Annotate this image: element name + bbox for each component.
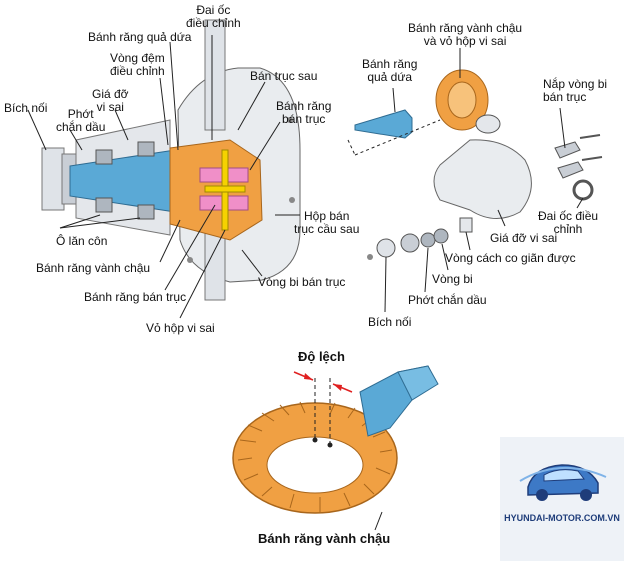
label-carrier-right: Giá đỡ vi sai [490, 231, 558, 245]
car-logo-icon [519, 464, 607, 501]
label-oil-seal-right: Phớt chắn dầu [408, 293, 487, 307]
label-offset: Độ lệch [298, 349, 345, 364]
pinion-exploded-shape [354, 109, 413, 139]
leader-lines-right [347, 48, 584, 313]
leader-lines-left [27, 35, 300, 319]
exploded-assembly [354, 69, 603, 260]
label-diff-case: Vỏ hộp vi sai [146, 321, 215, 335]
carrier-exploded-shape [433, 139, 532, 219]
label-ring-gear-bottom: Bánh răng vành chậu [258, 531, 391, 546]
label-pinion-gear-left: Bánh răng quả dứa [88, 30, 192, 44]
flange-shape [41, 147, 65, 211]
label-tapered-bearing: Ô lăn côn [56, 234, 108, 248]
offset-illustration [232, 365, 439, 531]
label-bearing: Vòng bi [432, 272, 473, 286]
logo-text: HYUNDAI-MOTOR.COM.VN [504, 513, 620, 523]
label-flange-right: Bích nối [368, 315, 412, 329]
label-axle-shaft: Bán trục sau [250, 69, 318, 83]
label-side-gear-bottom: Bánh răng bán trục [84, 290, 187, 304]
logo: HYUNDAI-MOTOR.COM.VN [500, 437, 624, 561]
label-ring-gear-left: Bánh răng vành chậu [36, 261, 151, 275]
label-flange-left: Bích nối [4, 101, 48, 115]
cutaway-assembly [41, 19, 301, 301]
label-collapsible-spacer: Vòng cách co giãn được [445, 251, 576, 265]
label-axle-bearing: Vòng bi bán trục [258, 275, 346, 289]
